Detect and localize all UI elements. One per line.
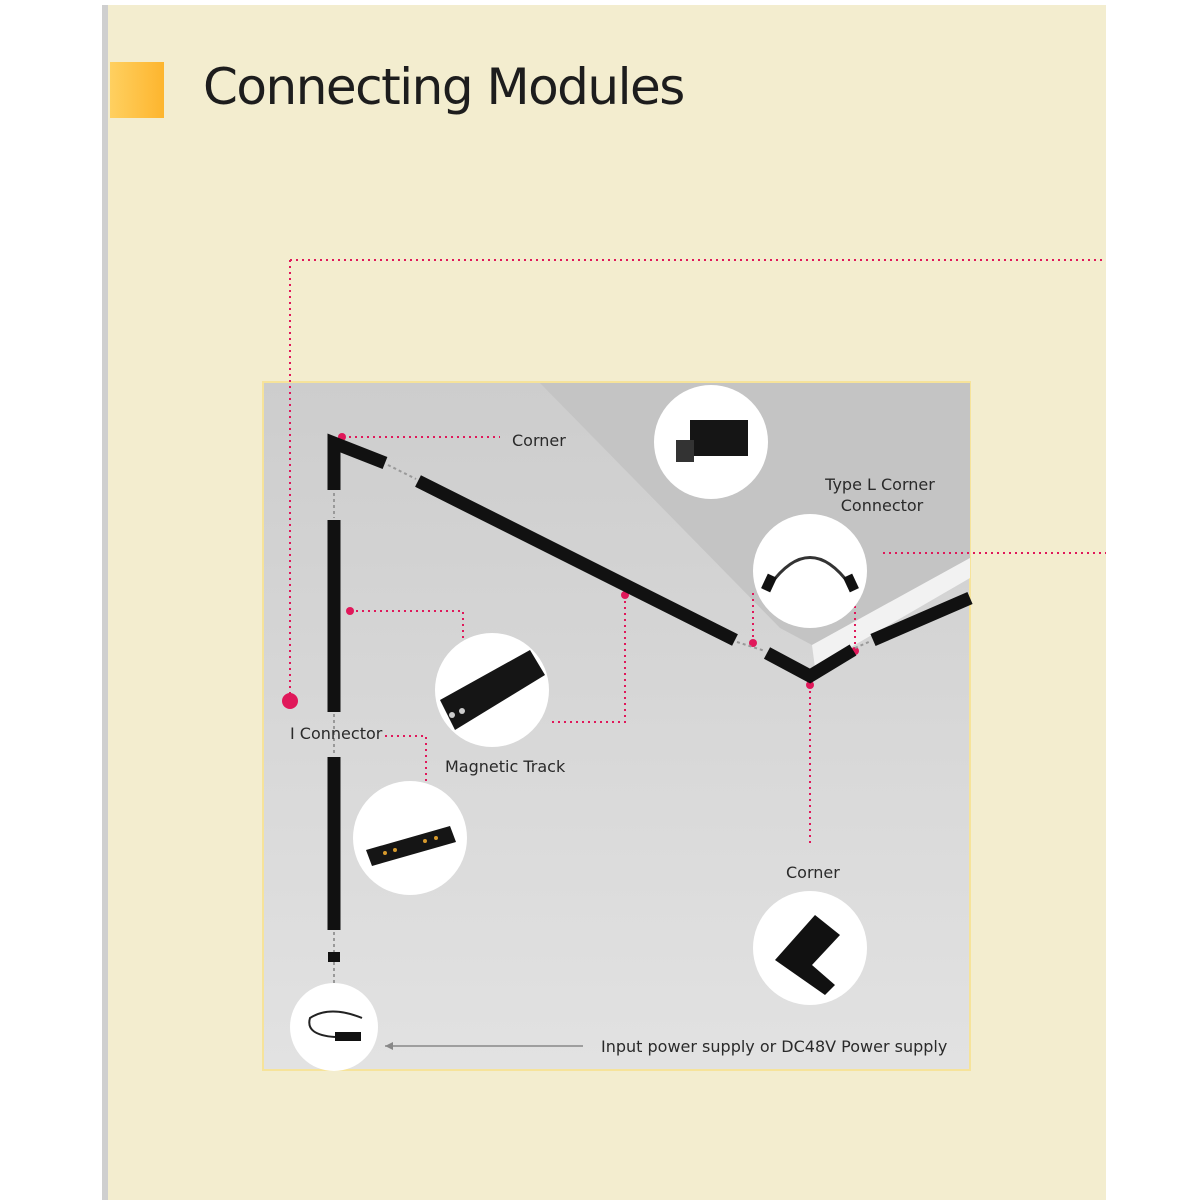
corner-bottom-detail (753, 891, 867, 1005)
i-connector-detail (353, 781, 467, 895)
label-i-connector: I Connector (290, 724, 383, 743)
arrow-head-icon (385, 1042, 393, 1050)
power-feed-plug (328, 952, 340, 962)
power-cable-detail (290, 983, 378, 1071)
page-edge (102, 5, 108, 1200)
label-corner-bottom: Corner (786, 863, 840, 882)
label-corner-top: Corner (512, 431, 566, 450)
page-title: Connecting Modules (203, 58, 685, 116)
callout-points (338, 433, 859, 689)
corner-top-detail (654, 385, 768, 499)
callout-lines (289, 259, 1106, 845)
title-accent-block (110, 62, 164, 118)
ceiling-edge (812, 558, 970, 668)
label-power-supply: Input power supply or DC48V Power supply (601, 1037, 947, 1056)
label-magnetic-track: Magnetic Track (445, 757, 566, 776)
magnetic-track-detail (435, 633, 549, 747)
type-l-connector-detail (753, 514, 867, 628)
callout-dot (282, 693, 298, 709)
magnetic-track-layout (327, 433, 973, 930)
label-type-l-line2: Connector (841, 496, 924, 515)
label-type-l-line1: Type L Corner (824, 475, 935, 494)
